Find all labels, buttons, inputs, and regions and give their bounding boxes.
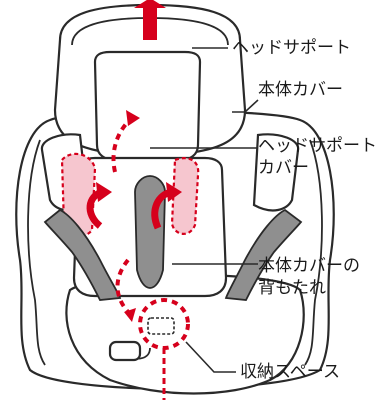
label-backrest-2: 背もたれ xyxy=(258,278,326,299)
buckle xyxy=(110,342,140,360)
center-strap xyxy=(135,176,165,288)
head-support-cover-panel xyxy=(95,52,200,160)
label-head-support-cover-1: ヘッドサポート xyxy=(258,136,377,157)
label-body-cover: 本体カバー xyxy=(258,80,343,101)
label-backrest-1: 本体カバーの xyxy=(258,256,360,277)
storage-box xyxy=(148,318,174,334)
label-head-support-cover-2: カバー xyxy=(258,158,309,179)
label-head-support: ヘッドサポート xyxy=(232,38,351,59)
label-storage-space: 収納スペース xyxy=(240,362,340,383)
